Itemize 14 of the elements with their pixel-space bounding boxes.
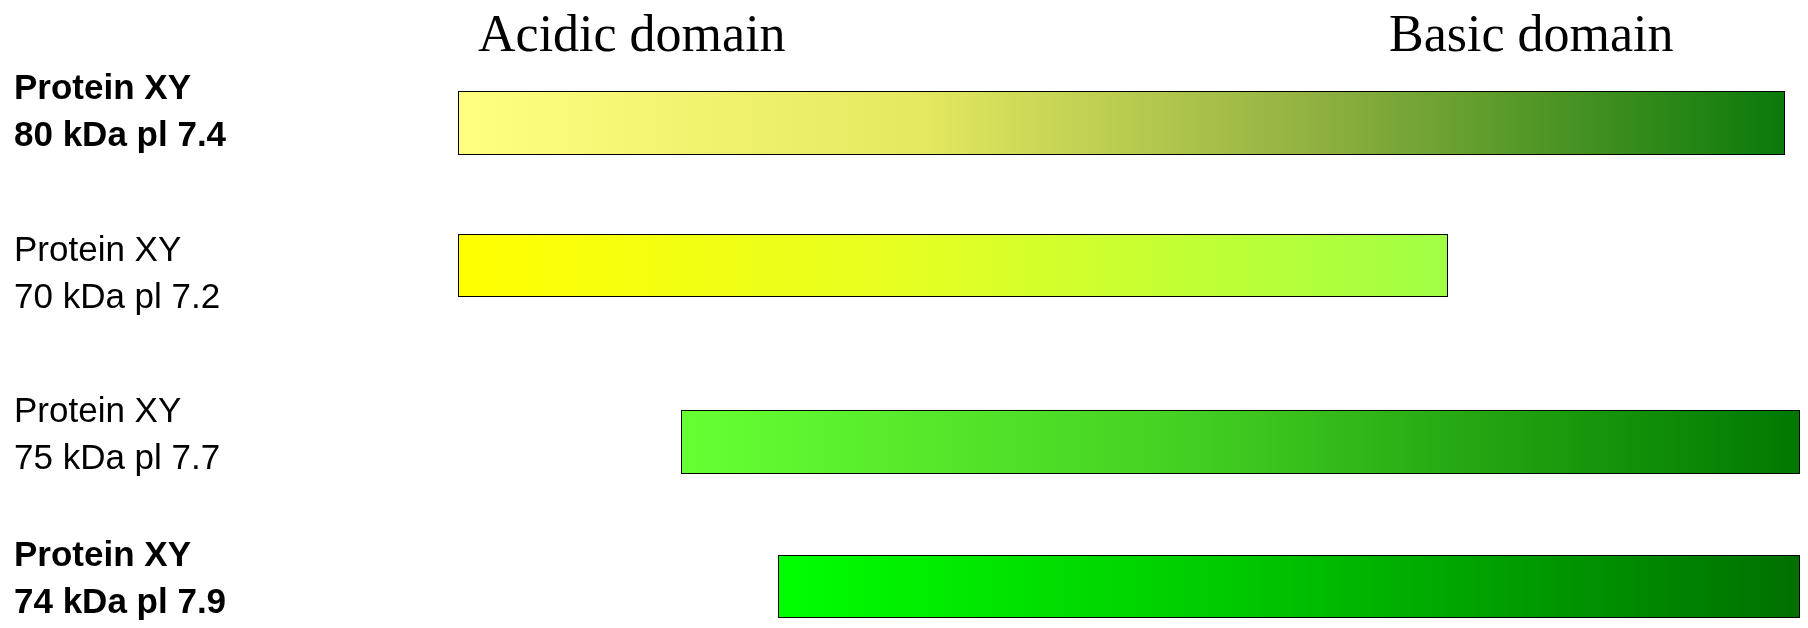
protein-label: 80 kDa pl 7.4 bbox=[14, 113, 227, 155]
domain-label: Basic domain bbox=[1389, 4, 1674, 64]
protein-domain-bar bbox=[458, 91, 1785, 155]
protein-label: 70 kDa pl 7.2 bbox=[14, 275, 221, 317]
protein-label: Protein XY bbox=[14, 389, 183, 431]
protein-label: Protein XY bbox=[14, 533, 192, 575]
protein-label: Protein XY bbox=[14, 66, 192, 108]
protein-domain-bar bbox=[458, 234, 1448, 297]
protein-label: 74 kDa pl 7.9 bbox=[14, 580, 227, 622]
protein-label: 75 kDa pl 7.7 bbox=[14, 436, 221, 478]
protein-label: Protein XY bbox=[14, 228, 183, 270]
domain-label: Acidic domain bbox=[478, 4, 786, 64]
protein-domain-bar bbox=[778, 555, 1800, 618]
protein-domain-bar bbox=[681, 410, 1800, 474]
